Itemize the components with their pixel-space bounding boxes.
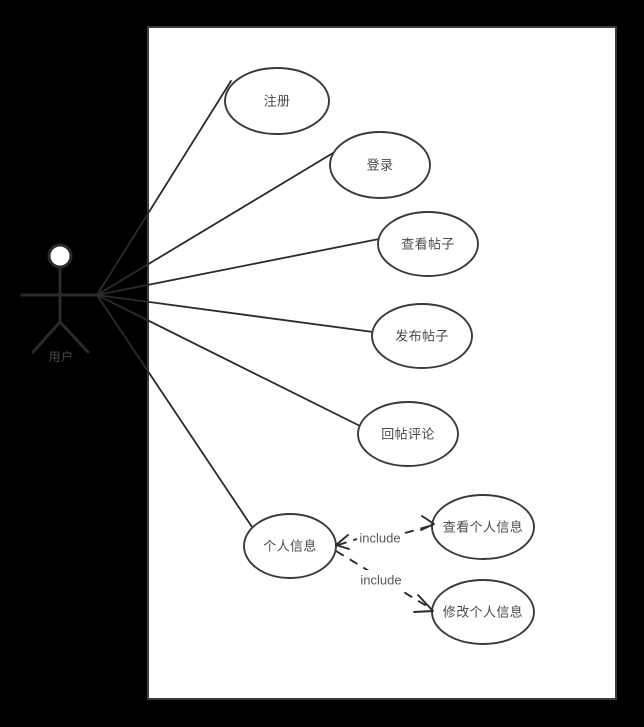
use-case-label: 登录	[367, 158, 394, 173]
include-profile-to-view-profile[interactable]: include	[335, 515, 435, 550]
include-label: include	[360, 573, 401, 588]
use-case-shape	[243, 513, 337, 579]
assoc-actor-to-register[interactable]	[96, 80, 232, 296]
include-label: include	[359, 531, 400, 546]
use-case-label: 回帖评论	[381, 427, 435, 442]
use-case-label: 注册	[264, 94, 291, 109]
use-case-shape	[329, 131, 431, 199]
actor-label: 用户	[49, 349, 74, 364]
assoc-actor-to-login[interactable]	[96, 152, 334, 296]
assoc-actor-to-profile[interactable]	[96, 294, 253, 528]
use-case-edit-profile[interactable]: 修改个人信息	[431, 579, 535, 645]
assoc-actor-to-reply-comment[interactable]	[96, 294, 361, 427]
use-case-label: 查看帖子	[401, 237, 455, 252]
use-case-shape	[224, 67, 330, 135]
use-case-view-post[interactable]: 查看帖子	[377, 211, 479, 277]
include-arrowhead-right	[413, 594, 434, 613]
actor-right-leg	[58, 320, 90, 354]
use-case-label: 发布帖子	[395, 329, 449, 344]
use-case-publish-post[interactable]: 发布帖子	[371, 303, 473, 369]
use-case-view-profile[interactable]: 查看个人信息	[431, 494, 535, 560]
assoc-actor-to-publish-post[interactable]	[96, 294, 374, 333]
actor-left-leg	[31, 320, 62, 354]
use-case-label: 查看个人信息	[443, 520, 523, 535]
association-lines	[96, 80, 380, 528]
use-case-reply-comment[interactable]: 回帖评论	[357, 401, 459, 467]
use-case-profile[interactable]: 个人信息	[243, 513, 337, 579]
use-case-shape	[357, 401, 459, 467]
use-case-shape	[371, 303, 473, 369]
assoc-actor-to-view-post[interactable]	[96, 238, 380, 296]
system-boundary-box	[147, 26, 617, 700]
include-arrowhead-right	[420, 515, 435, 531]
actor-head-icon	[47, 243, 73, 269]
use-case-label: 个人信息	[263, 539, 317, 554]
use-case-shape	[377, 211, 479, 277]
include-profile-to-edit-profile[interactable]: include	[335, 550, 434, 613]
use-case-shape	[431, 494, 535, 560]
include-arrowhead-left	[335, 534, 350, 550]
use-case-login[interactable]: 登录	[329, 131, 431, 199]
use-case-register[interactable]: 注册	[224, 67, 330, 135]
actor-user[interactable]: 用户	[20, 243, 99, 364]
use-case-label: 修改个人信息	[443, 605, 523, 620]
include-label-backdrop	[348, 570, 414, 590]
include-dash-left	[337, 538, 358, 546]
